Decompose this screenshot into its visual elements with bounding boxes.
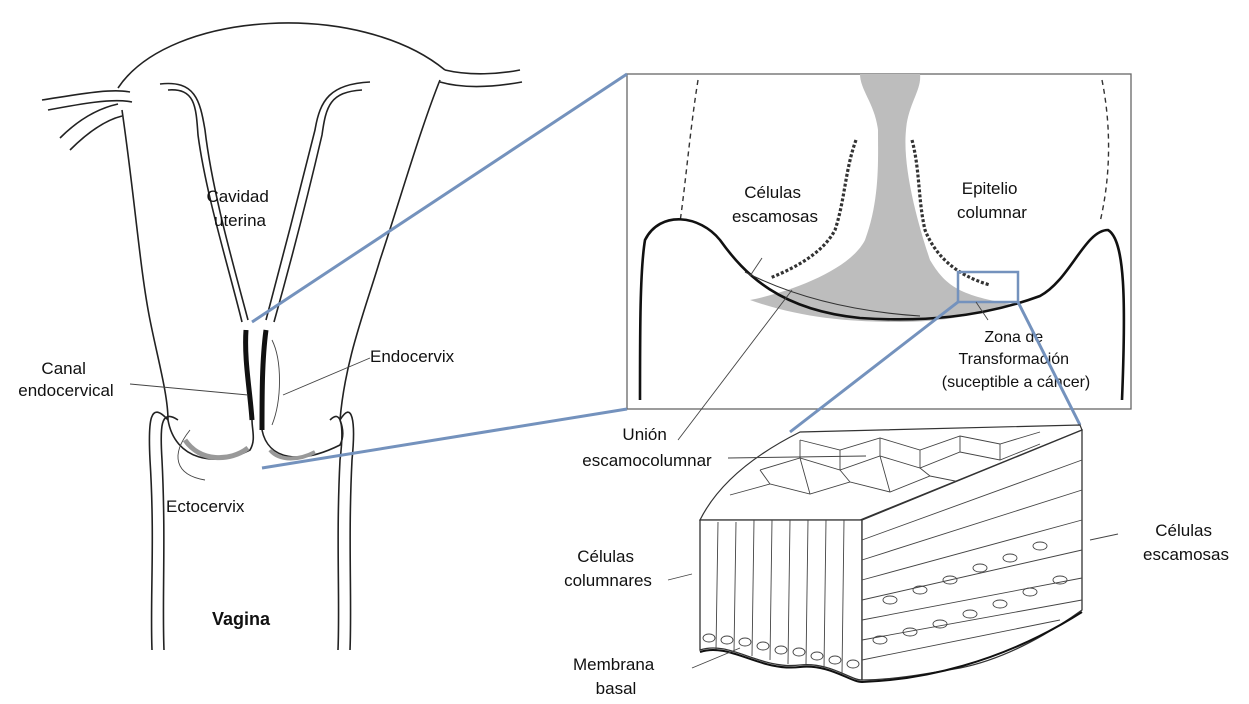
basal-membrane-label: Membrana basal [573,655,659,698]
uterus-drawing [42,23,522,650]
columnar-cells-label: Células columnares [564,547,652,590]
vagina-label: Vagina [212,609,271,629]
squamous-cells-bottom-label: Células escamosas [1143,521,1229,564]
ectocervix-label: Ectocervix [166,497,245,516]
squamocolumnar-junction-label: Unión escamocolumnar [582,425,712,470]
endocervical-canal-label: Canal endocervical [18,359,113,400]
endocervix-label: Endocervix [370,347,455,366]
uterine-cavity-label: Cavidad uterina [206,187,273,230]
tissue-block-illustration [668,425,1118,682]
